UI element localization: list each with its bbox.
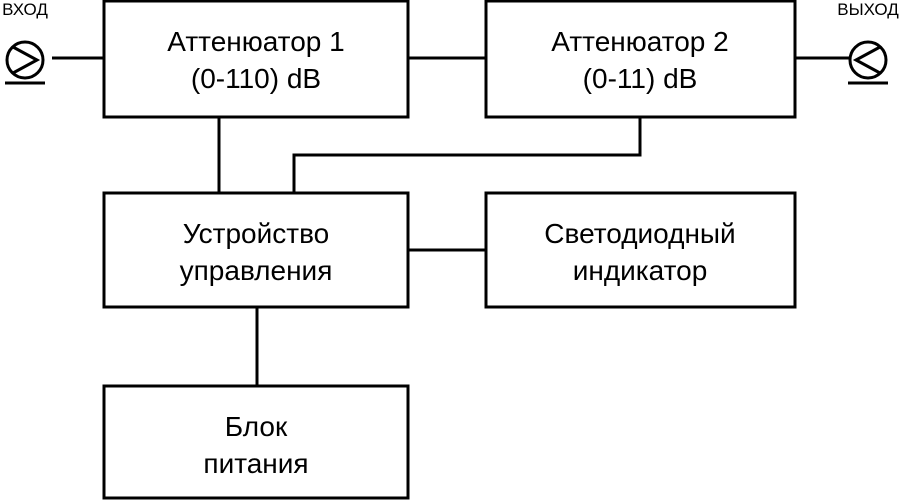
wires (52, 56, 849, 386)
control-unit-line1: Устройство (183, 218, 329, 249)
output-connector-arrow (852, 45, 881, 75)
led-indicator-block: Светодиодный индикатор (484, 191, 797, 309)
input-label: ВХОД (2, 0, 48, 19)
input-connector-arrow (12, 45, 41, 75)
control-unit-line2: управления (180, 255, 333, 286)
input-connector: ВХОД (2, 0, 48, 85)
input-connector-icon (5, 40, 45, 80)
led-indicator-line2: индикатор (573, 255, 708, 286)
attenuator-1-range: (0-110) dB (191, 63, 321, 94)
output-connector: ВЫХОД (837, 0, 899, 85)
led-indicator-line1: Светодиодный (544, 218, 735, 249)
attenuator-2-block: Аттенюатор 2 (0-11) dB (484, 0, 797, 119)
attenuator-2-range: (0-11) dB (583, 63, 698, 94)
attenuator-2-title: Аттенюатор 2 (551, 26, 728, 57)
power-supply-block: Блок питания (102, 384, 410, 500)
output-connector-icon (848, 40, 888, 80)
power-supply-line1: Блок (225, 411, 288, 442)
output-label: ВЫХОД (837, 0, 899, 19)
attenuator-1-block: Аттенюатор 1 (0-110) dB (102, 0, 410, 119)
attenuator-1-title: Аттенюатор 1 (167, 26, 344, 57)
control-unit-block: Устройство управления (102, 191, 410, 309)
power-supply-line2: питания (203, 448, 308, 479)
wire-attenuator2-to-control (292, 117, 642, 193)
